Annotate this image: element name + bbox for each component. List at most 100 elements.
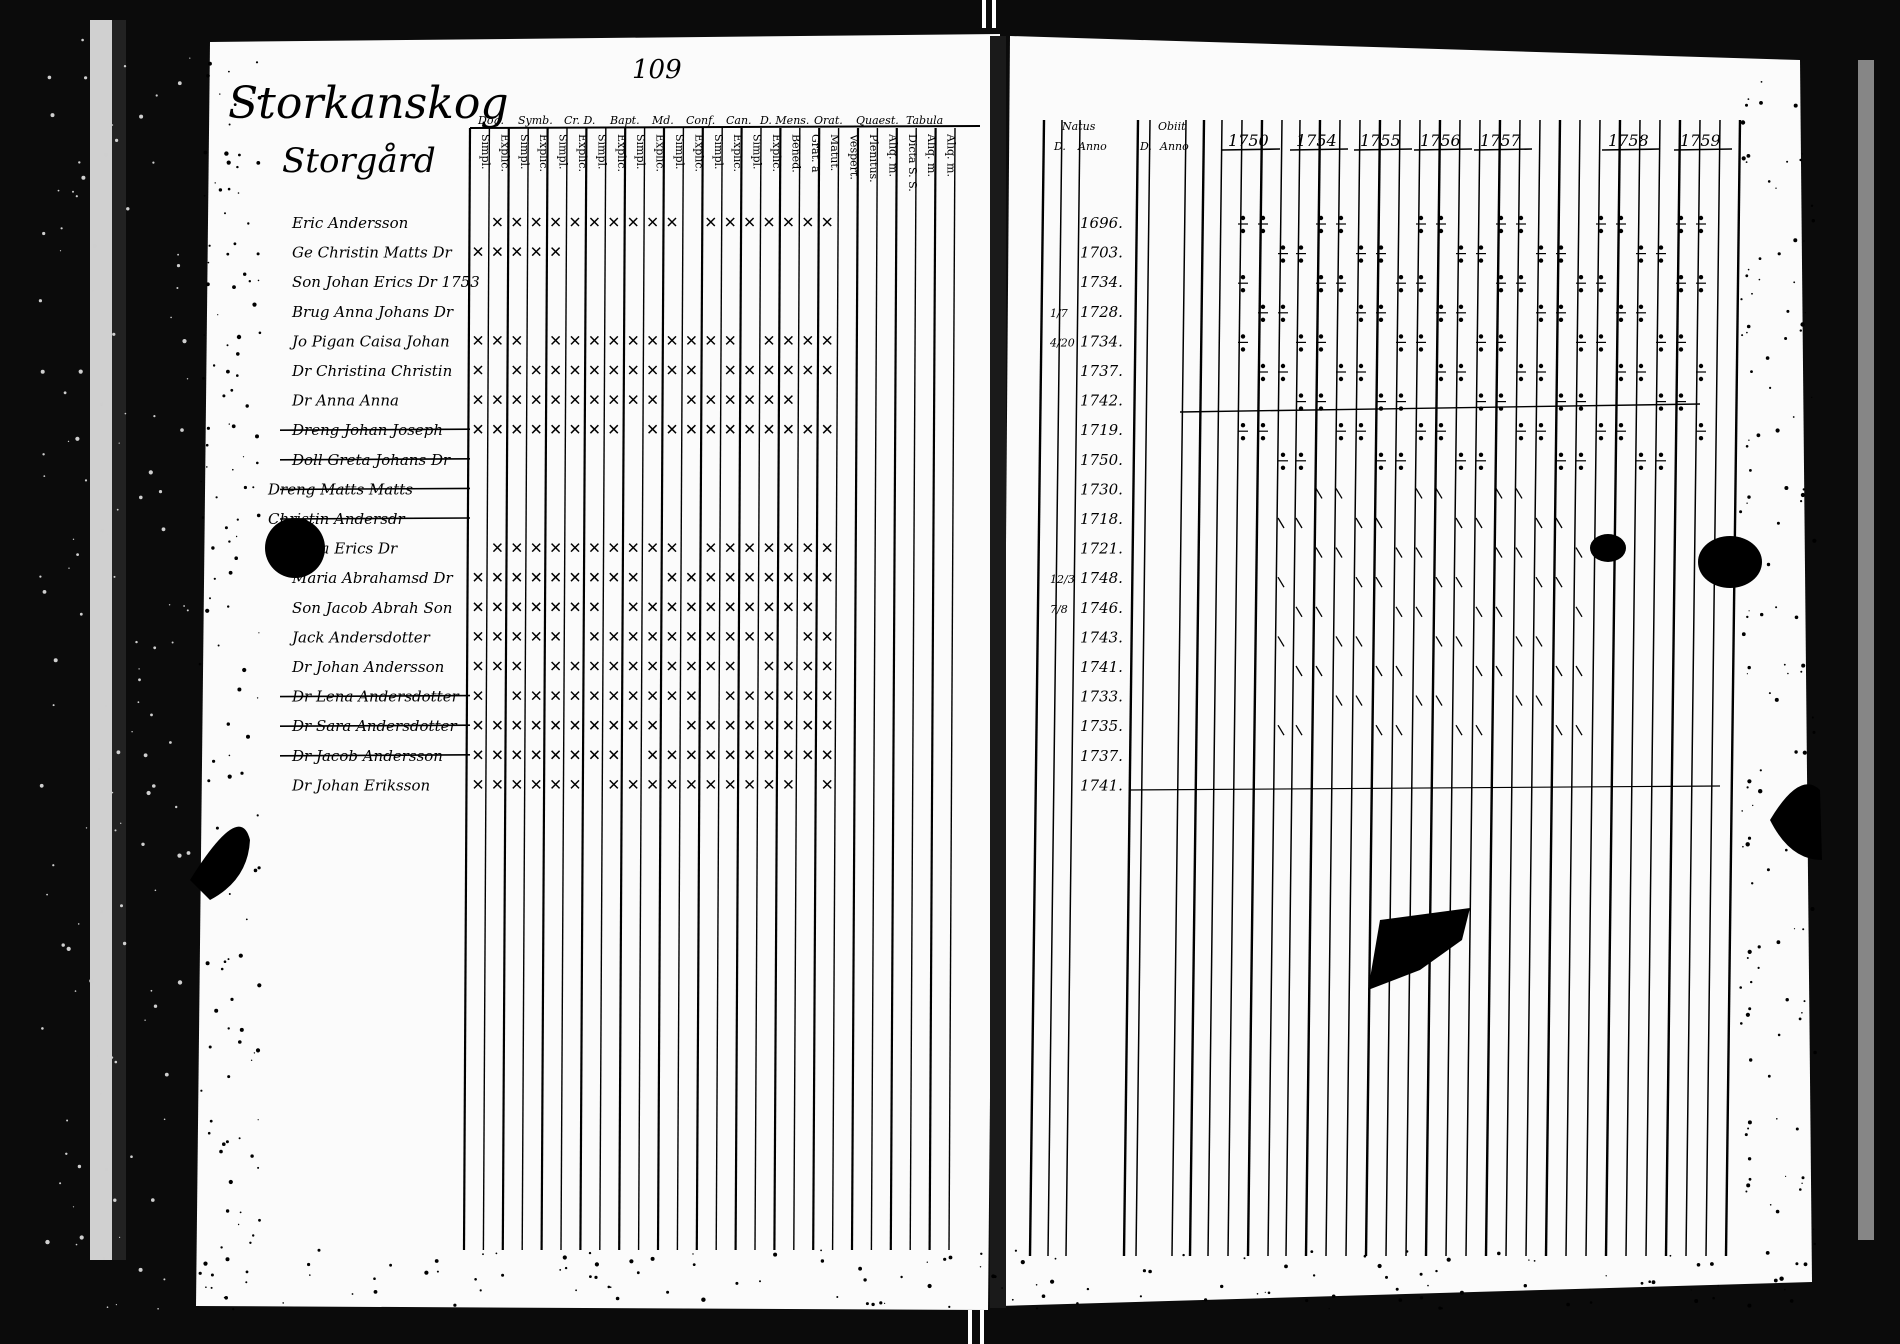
noise-dot (1811, 219, 1816, 223)
noise-dot (182, 339, 187, 344)
entry-mark (1558, 258, 1564, 263)
noise-dot (106, 1306, 109, 1308)
tally-mark (648, 543, 658, 553)
noise-dot (389, 1263, 392, 1267)
tally-mark (725, 661, 735, 671)
tally-mark (745, 424, 755, 434)
entry-mark (1698, 288, 1704, 293)
tally-mark (803, 720, 813, 730)
entry-mark (1355, 517, 1363, 529)
noise-dot (257, 95, 262, 100)
entry-mark (1598, 288, 1604, 293)
noise-dot (243, 272, 247, 276)
tally-mark (570, 779, 580, 789)
noise-dot (231, 424, 236, 429)
ink-blots (265, 518, 1762, 990)
noise-dot (205, 1286, 207, 1288)
tally-mark (706, 720, 716, 730)
entry-mark (1298, 245, 1304, 250)
noise-dot (871, 1302, 875, 1307)
noise-dot (858, 1266, 862, 1271)
year-header: 1750 (1228, 131, 1269, 150)
entry-mark (1438, 304, 1444, 309)
noise-dot (1523, 1284, 1528, 1288)
column-rule (1484, 119, 1502, 1257)
entry-mark (1395, 606, 1403, 618)
entry-mark (1455, 636, 1463, 647)
birth-year: 1735. (1080, 717, 1123, 735)
noise-dot (1377, 1263, 1382, 1269)
noise-dot (50, 113, 55, 118)
noise-dot (1739, 510, 1743, 514)
entry-mark (1538, 245, 1544, 250)
entry-mark (1355, 636, 1363, 647)
column-rule (1047, 119, 1063, 1257)
entry-mark (1277, 576, 1285, 588)
tally-mark (589, 691, 599, 701)
noise-dot (1717, 1284, 1719, 1287)
noise-dot (1758, 789, 1763, 794)
entry-mark (1518, 436, 1524, 441)
noise-dot (1793, 103, 1798, 108)
noise-dot (1264, 1291, 1266, 1293)
noise-dot (1800, 670, 1803, 673)
noise-dot (1331, 1294, 1336, 1299)
tally-mark (609, 335, 619, 345)
noise-dot (208, 61, 212, 66)
tally-mark (764, 661, 774, 671)
entry-mark (1498, 334, 1504, 339)
tally-mark (628, 779, 638, 789)
entry-mark (1335, 547, 1343, 558)
entry-mark (1355, 576, 1363, 588)
entry-mark (1658, 347, 1664, 352)
tally-mark (803, 631, 813, 641)
birth-year: 1741. (1080, 658, 1123, 676)
tally-mark (570, 720, 580, 730)
tally-mark (570, 661, 580, 671)
entry-mark (1260, 215, 1266, 221)
entry-mark (1558, 245, 1564, 250)
entry-mark (1498, 275, 1504, 280)
column-rule (1445, 119, 1461, 1257)
row-rule (1129, 785, 1721, 791)
tally-mark (686, 661, 696, 671)
entry-mark (1698, 436, 1704, 441)
noise-dot (115, 1304, 117, 1306)
left-column-rules (462, 127, 956, 1251)
noise-dot (163, 1118, 166, 1121)
tally-mark (745, 217, 755, 227)
noise-dot (205, 443, 209, 447)
noise-dot (42, 231, 46, 236)
noise-dot (256, 161, 261, 165)
tally-mark (764, 631, 774, 641)
tally-mark (667, 661, 677, 671)
tally-mark (803, 750, 813, 760)
tally-mark (725, 750, 735, 760)
noise-dot (1690, 1289, 1692, 1291)
tally-mark (628, 572, 638, 582)
column-rule (1285, 119, 1301, 1257)
entry-mark (1358, 317, 1364, 322)
entry-mark (1435, 488, 1443, 499)
column-rule (1227, 119, 1243, 1257)
tally-mark (551, 365, 561, 375)
noise-dot (91, 289, 94, 292)
header-orat: Orat. (814, 114, 843, 127)
spine-mark-top (982, 0, 986, 28)
noise-dot (1787, 672, 1789, 675)
noise-dot (1741, 334, 1744, 337)
noise-dot (203, 194, 206, 197)
tally-mark (609, 217, 619, 227)
entry-mark (1395, 665, 1403, 677)
tally-mark (725, 691, 735, 701)
birth-year-list: 1696.1703.1734.1728.1/71734.4/201737.174… (1049, 214, 1123, 794)
year-underline (1473, 148, 1533, 151)
column-rule (1304, 119, 1322, 1257)
tally-mark (783, 661, 793, 671)
entry-mark (1260, 376, 1266, 382)
noise-dot (1497, 1251, 1501, 1256)
header-anno2: Anno (1159, 140, 1189, 153)
noise-dot (85, 827, 88, 829)
tally-mark (803, 217, 813, 227)
entry-mark (1638, 465, 1644, 470)
